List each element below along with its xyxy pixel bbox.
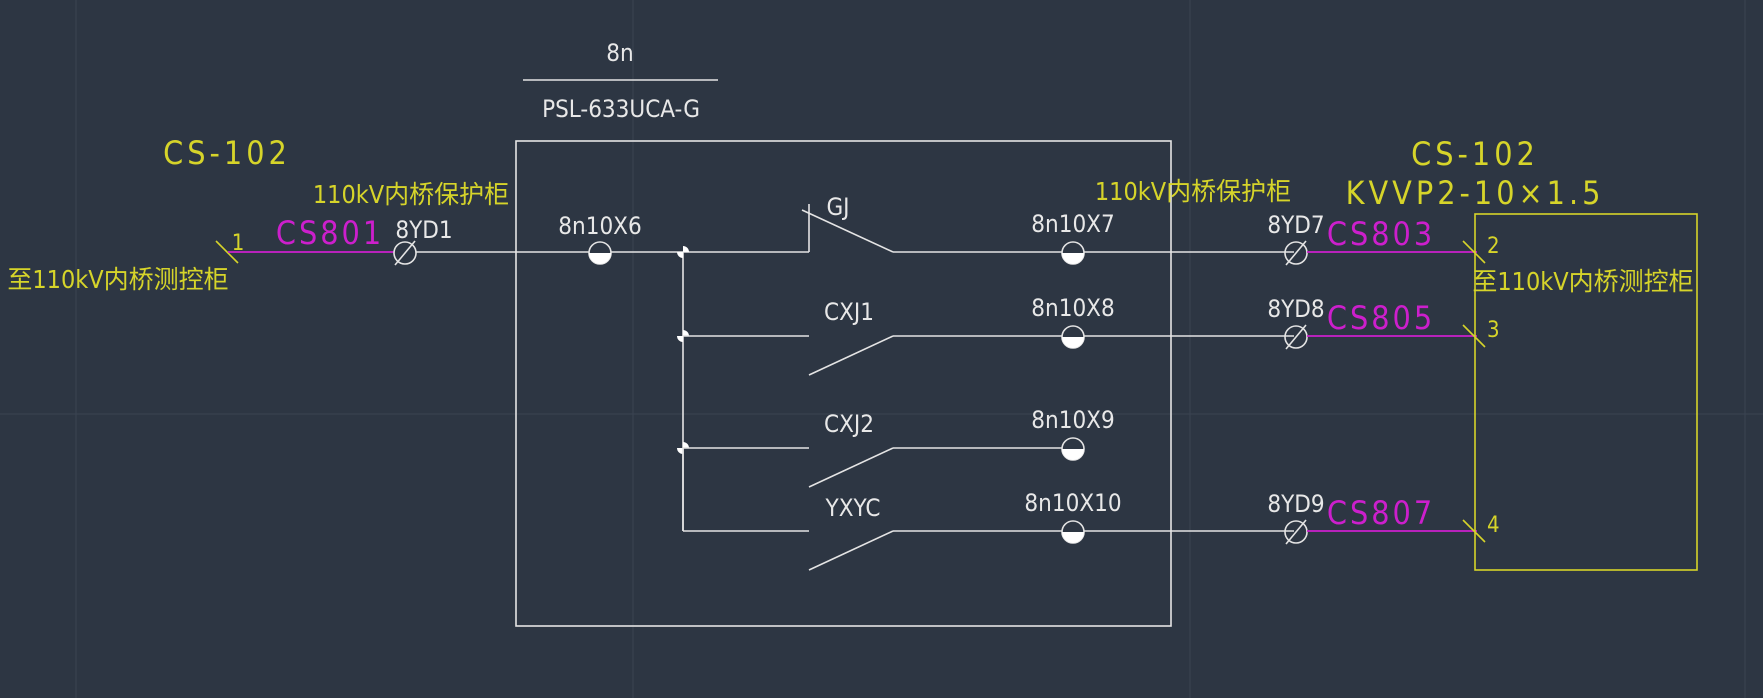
left-yd-terminal-label: 8YD1 bbox=[395, 216, 452, 244]
junction-icon bbox=[677, 442, 689, 454]
right-cable-id: CS-102 bbox=[1411, 135, 1539, 173]
terminal-label: 8n10X10 bbox=[1024, 489, 1121, 517]
left-cabinet-label: 110kV内桥保护柜 bbox=[313, 180, 509, 209]
wire-label: CS807 bbox=[1327, 494, 1435, 532]
yd-terminal: 8YD7 CS803 bbox=[1267, 211, 1477, 266]
wire-label: CS805 bbox=[1327, 299, 1435, 337]
yd-terminal-label: 8YD8 bbox=[1267, 295, 1324, 323]
core-tick: 3 bbox=[1462, 318, 1500, 348]
core-tick: 2 bbox=[1462, 234, 1500, 264]
destination-box bbox=[1474, 213, 1698, 571]
right-dest-label: 至110kV内桥测控柜 bbox=[1472, 267, 1693, 296]
device-model: PSL-633UCA-G bbox=[542, 95, 700, 123]
terminal-label: 8n10X7 bbox=[1031, 210, 1114, 238]
output-terminal: 8n10X8 bbox=[1031, 294, 1115, 349]
output-terminal: 8n10X7 bbox=[1031, 210, 1115, 265]
output-terminal: 8n10X10 bbox=[1024, 489, 1122, 544]
left-core-number: 1 bbox=[232, 231, 245, 256]
device-id: 8n bbox=[606, 39, 633, 67]
common-terminal-icon bbox=[588, 241, 612, 265]
core-tick: 4 bbox=[1462, 513, 1500, 543]
yd-terminal-icon bbox=[1284, 520, 1308, 544]
output-terminal: 8n10X9 bbox=[1031, 406, 1115, 461]
core-number: 4 bbox=[1487, 513, 1500, 538]
yd-terminal-label: 8YD7 bbox=[1267, 211, 1324, 239]
left-wire-label: CS801 bbox=[276, 214, 384, 252]
left-dest-label: 至110kV内桥测控柜 bbox=[7, 265, 228, 294]
yd-terminal: 8YD8 CS805 bbox=[1267, 295, 1477, 350]
common-terminal-label: 8n10X6 bbox=[558, 212, 641, 240]
contact-cxj1: CXJ1 bbox=[683, 298, 1294, 376]
device-box bbox=[515, 140, 1172, 627]
right-cable-spec: KVVP2-10×1.5 bbox=[1346, 174, 1605, 212]
yd-terminal-icon bbox=[1284, 241, 1308, 265]
contact-yxyc: YXYC bbox=[682, 448, 1294, 571]
contact-cxj2: CXJ2 bbox=[683, 410, 1073, 488]
contact-label: CXJ2 bbox=[824, 410, 874, 438]
contact-label: CXJ1 bbox=[824, 298, 874, 326]
terminal-label: 8n10X9 bbox=[1031, 406, 1114, 434]
terminal-label: 8n10X8 bbox=[1031, 294, 1114, 322]
left-cable-tick bbox=[215, 240, 239, 264]
left-cable-id: CS-102 bbox=[163, 134, 291, 172]
wire-label: CS803 bbox=[1327, 215, 1435, 253]
core-number: 2 bbox=[1487, 234, 1500, 259]
junction-icon bbox=[677, 246, 689, 258]
right-cabinet-label: 110kV内桥保护柜 bbox=[1095, 177, 1291, 206]
left-yd-terminal-icon bbox=[393, 240, 417, 266]
yd-terminal-icon bbox=[1284, 325, 1308, 349]
junction-icon bbox=[677, 330, 689, 342]
yd-terminal-label: 8YD9 bbox=[1267, 490, 1324, 518]
contact-label: YXYC bbox=[825, 494, 881, 522]
core-number: 3 bbox=[1487, 318, 1500, 343]
contact-gj: GJ bbox=[801, 193, 1294, 253]
yd-terminal: 8YD9 CS807 bbox=[1267, 490, 1477, 545]
contact-label: GJ bbox=[826, 193, 849, 221]
